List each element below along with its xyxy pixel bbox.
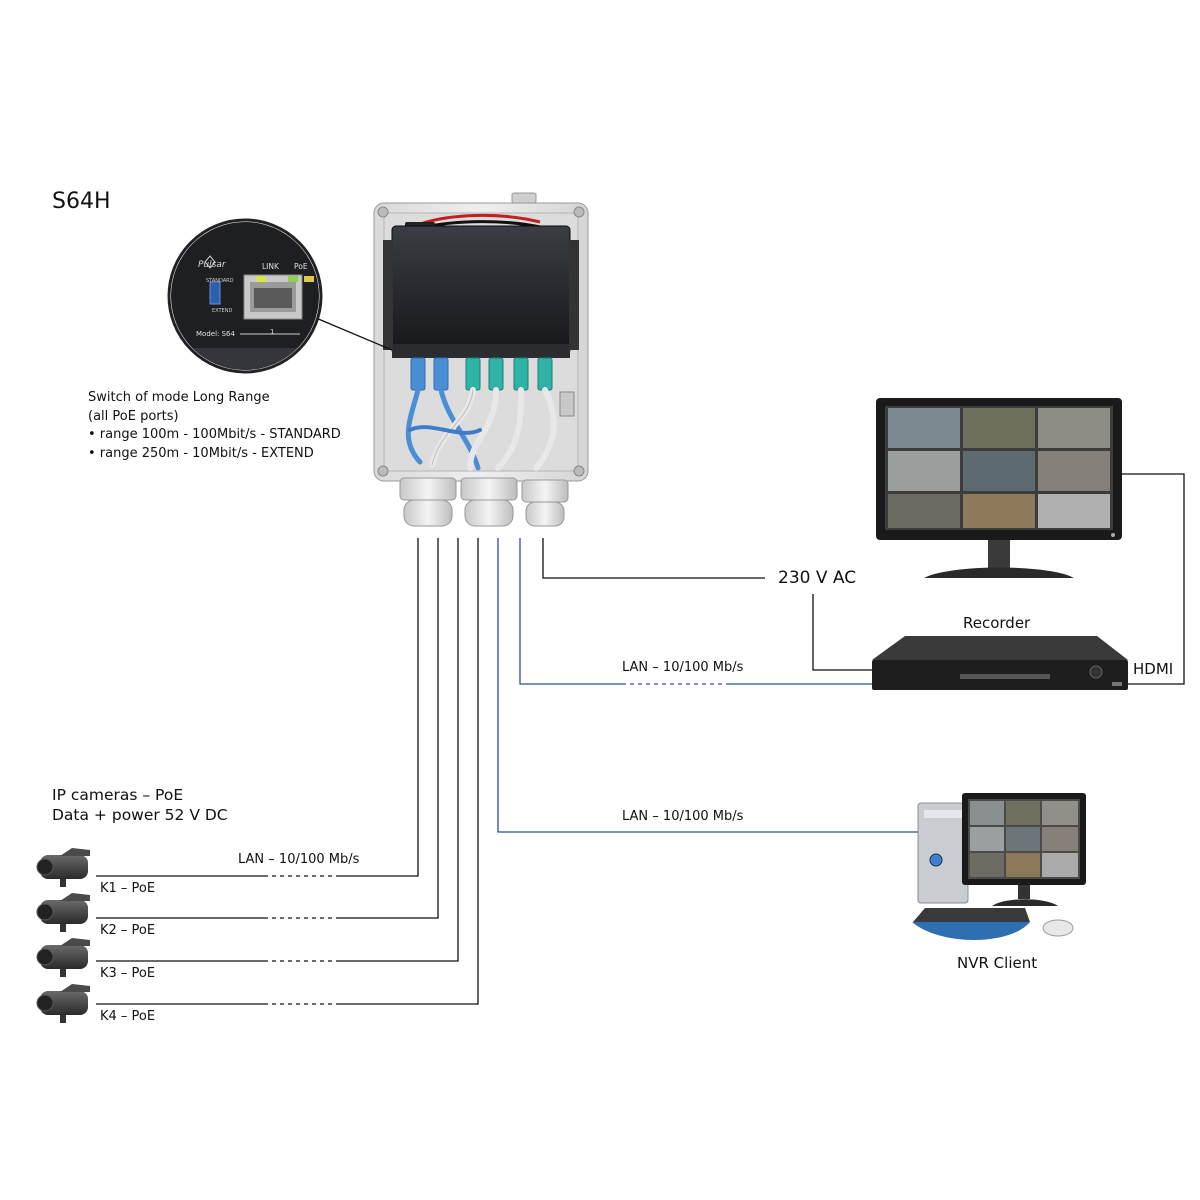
camera-k1: [36, 848, 90, 887]
zoom-port-number: 1: [270, 328, 275, 336]
cameras-heading: IP cameras – PoE Data + power 52 V DC: [52, 786, 228, 825]
wire-lan-recorder: [519, 538, 622, 685]
recorder-lan-label: LAN – 10/100 Mb/s: [622, 660, 744, 675]
mode-note-line-2: (all PoE ports): [88, 408, 179, 424]
camera-k2: [36, 893, 90, 932]
recorder-label: Recorder: [963, 614, 1031, 632]
wire-k3: [340, 538, 459, 962]
nvr-client-computer: [912, 793, 1086, 940]
wire-power: [542, 538, 765, 579]
zoom-poe-label: PoE: [294, 262, 308, 271]
zoom-standard-label: STANDARD: [206, 278, 234, 284]
camera-k3-label: K3 – PoE: [100, 966, 156, 981]
nvr-client-lan-label: LAN – 10/100 Mb/s: [622, 809, 744, 824]
power-label: 230 V AC: [778, 568, 857, 588]
rj45-connectors: [410, 357, 553, 391]
zoom-link-label: LINK: [262, 262, 279, 271]
page-title: S64H: [52, 189, 111, 214]
cameras-heading-line-1: IP cameras – PoE: [52, 786, 184, 804]
cable-glands: [399, 477, 569, 527]
internal-cabling: [405, 387, 557, 471]
monitor: [876, 398, 1122, 578]
s64h-enclosure: [373, 192, 589, 527]
mode-note-line-4: • range 250m - 10Mbit/s - EXTEND: [88, 445, 314, 461]
zoom-model-label: Model: S64: [196, 330, 235, 338]
wire-power-recorder: [812, 594, 872, 671]
wire-lan-client: [497, 538, 918, 833]
wires-lan: [497, 538, 918, 833]
camera-lan-label: LAN – 10/100 Mb/s: [238, 852, 360, 867]
mode-switch-note: Switch of mode Long Range (all PoE ports…: [88, 389, 341, 463]
zoom-brand-label: Pulsar: [198, 260, 226, 270]
wire-k1: [340, 538, 419, 877]
wires-dashed: [268, 875, 340, 1005]
camera-k2-label: K2 – PoE: [100, 923, 156, 938]
mode-note-line-3: • range 100m - 100Mbit/s - STANDARD: [88, 427, 341, 442]
port-zoom-panel: [167, 218, 393, 374]
nvr-client-label: NVR Client: [957, 954, 1038, 972]
cameras-heading-line-2: Data + power 52 V DC: [52, 805, 228, 824]
camera-k4-label: K4 – PoE: [100, 1009, 156, 1024]
camera-k1-label: K1 – PoE: [100, 881, 156, 896]
mode-note-line-1: Switch of mode Long Range: [88, 390, 270, 405]
wire-k4: [340, 538, 479, 1005]
wire-hdmi: [1122, 473, 1185, 685]
recorder-device: [872, 636, 1128, 690]
switch-module: [391, 225, 571, 358]
zoom-extend-label: EXTEND: [212, 308, 233, 314]
wire-k2: [340, 538, 439, 919]
camera-k3: [36, 938, 90, 977]
hdmi-label: HDMI: [1133, 660, 1174, 678]
camera-feed-grid: [888, 408, 1110, 528]
camera-k4: [36, 984, 90, 1023]
wires-black: [96, 473, 1185, 1005]
